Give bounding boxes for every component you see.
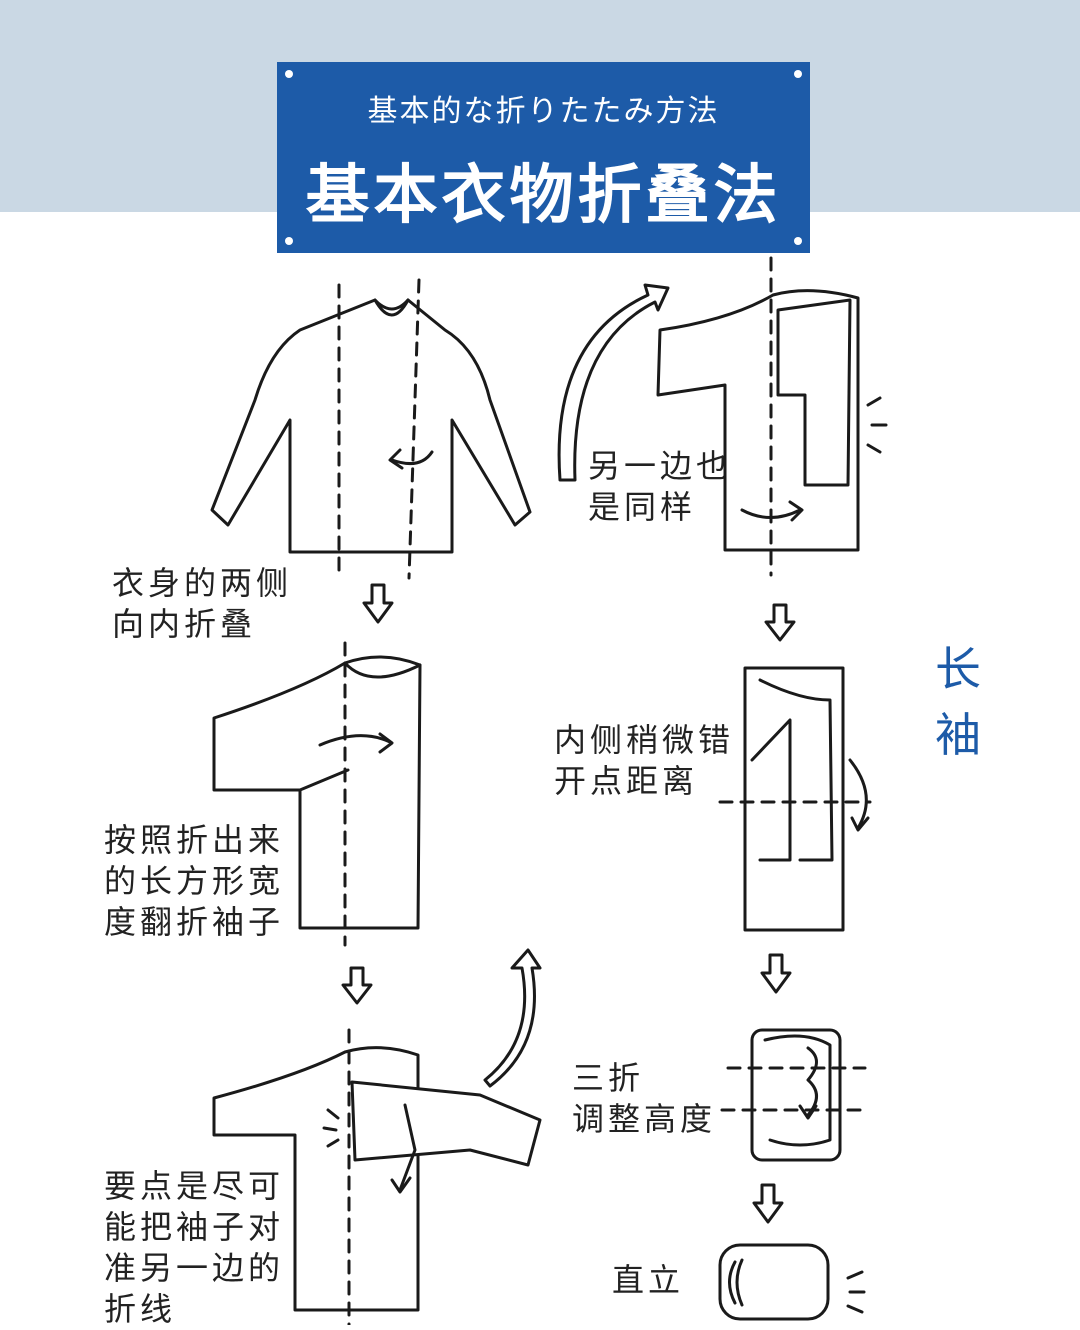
banner-subtitle: 基本的な折りたたみ方法 bbox=[367, 94, 720, 129]
step-1-shirt-illustration bbox=[210, 278, 532, 580]
down-arrow-2 bbox=[341, 966, 373, 1005]
step-2-shirt-illustration bbox=[212, 641, 422, 947]
step-2-caption: 按照折出来 的长方形宽 度翻折袖子 bbox=[104, 821, 285, 941]
banner-title: 基本衣物折叠法 bbox=[305, 159, 782, 233]
curved-up-arrow bbox=[483, 948, 542, 1088]
down-arrow-4 bbox=[764, 603, 796, 642]
step-3-shirt-illustration bbox=[212, 1028, 542, 1325]
banner-rivet-top-right bbox=[794, 70, 802, 78]
banner-rivet-bottom-right bbox=[794, 237, 802, 245]
step-4-caption: 另一边也 是同样 bbox=[588, 447, 733, 526]
banner-rivet-top-left bbox=[285, 70, 293, 78]
step-1-caption: 衣身的两侧 向内折叠 bbox=[112, 564, 293, 643]
step-7-standing-illustration bbox=[718, 1243, 866, 1321]
down-arrow-1 bbox=[362, 583, 394, 624]
long-sleeve-label: 长 袖 bbox=[935, 642, 981, 762]
step-3-caption: 要点是尽可 能把袖子对 准另一边的 折线 bbox=[104, 1167, 285, 1328]
step-6-trifold-illustration bbox=[720, 1028, 867, 1162]
step-6-caption: 三折 调整高度 bbox=[572, 1059, 717, 1138]
step-5-folded-illustration bbox=[718, 666, 872, 932]
step-4-shirt-illustration bbox=[557, 256, 888, 577]
title-banner: 基本的な折りたたみ方法 基本衣物折叠法 bbox=[277, 62, 810, 253]
down-arrow-5 bbox=[760, 953, 792, 994]
banner-rivet-bottom-left bbox=[285, 237, 293, 245]
down-arrow-6 bbox=[752, 1183, 784, 1224]
step-5-caption: 内侧稍微错 开点距离 bbox=[554, 721, 735, 800]
step-7-caption: 直立 bbox=[612, 1261, 685, 1299]
